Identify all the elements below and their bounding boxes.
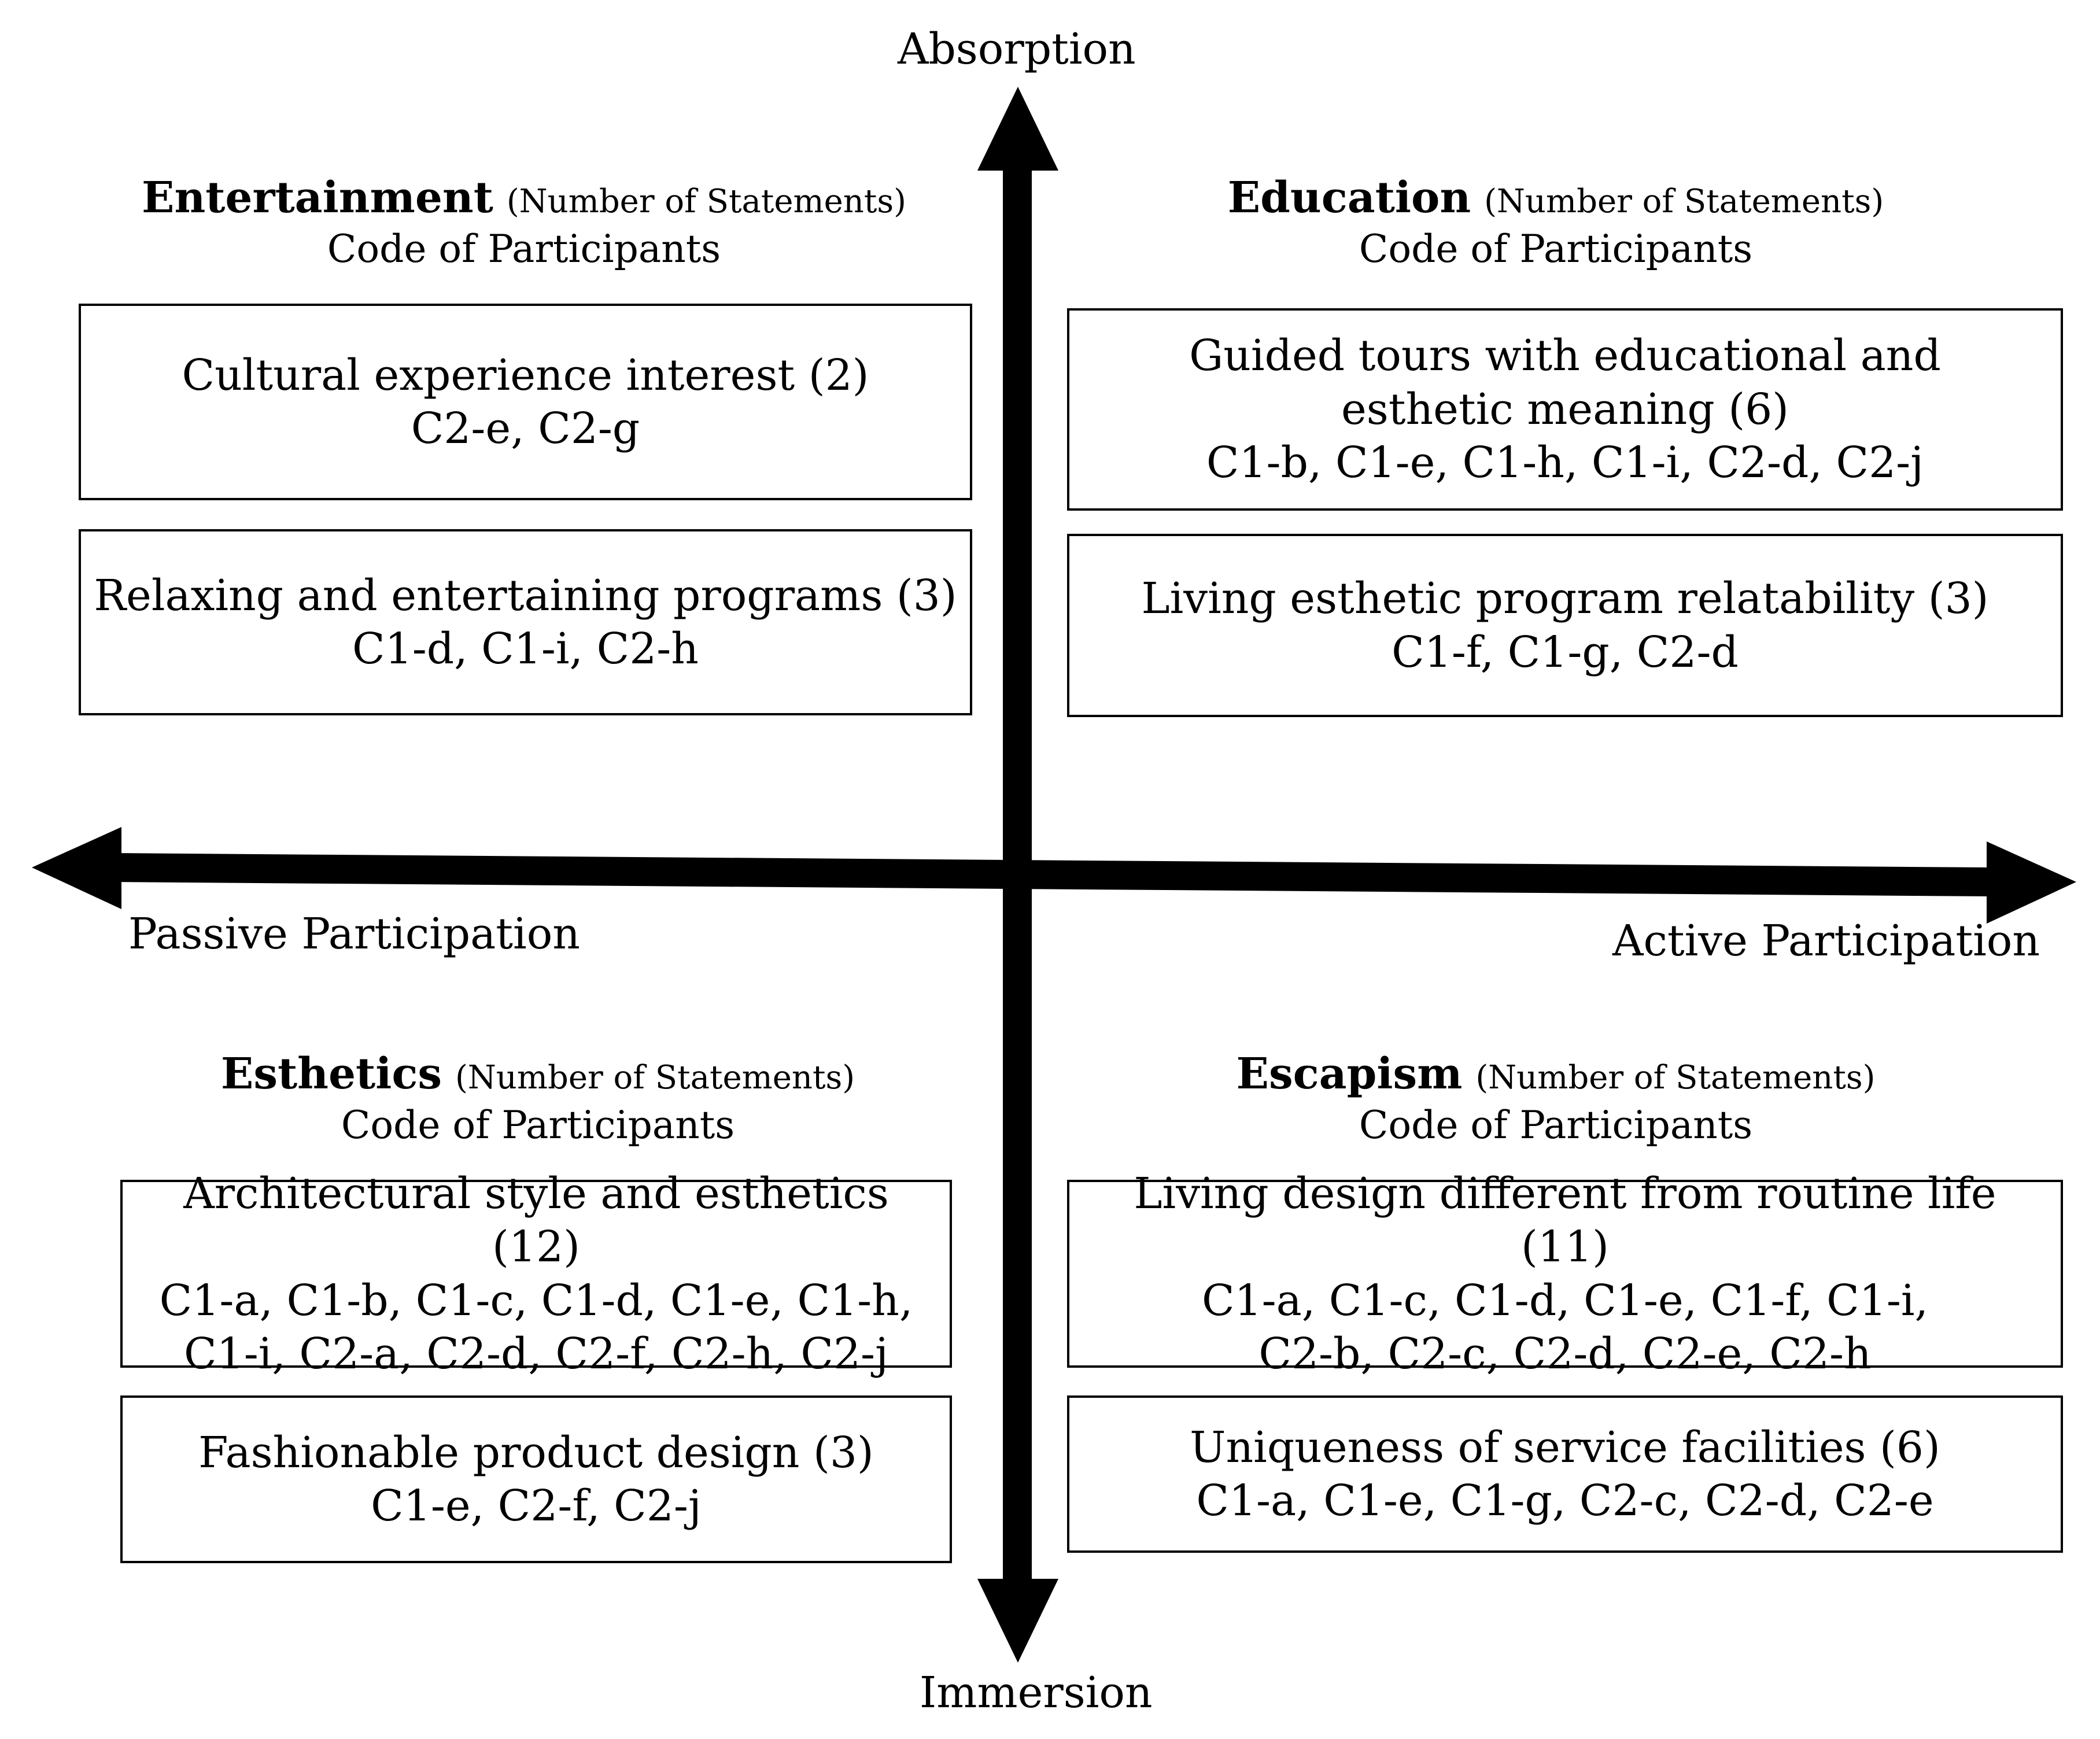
box-title: Relaxing and entertaining programs (3): [94, 570, 957, 621]
box-title: Living esthetic program relatability (3): [1141, 574, 1989, 623]
active-arrowhead: [1987, 841, 2076, 924]
box-title: Uniqueness of service facilities (6): [1190, 1422, 1940, 1472]
box-title: Living design different from routine lif…: [1134, 1168, 1996, 1272]
entertainment-box-2: Relaxing and entertaining programs (3) C…: [79, 529, 972, 715]
education-header: Education (Number of Statements) Code of…: [1110, 173, 2001, 271]
box-title: Fashionable product design (3): [198, 1427, 874, 1478]
esthetics-subtitle: Code of Participants: [341, 1103, 735, 1148]
axis-label-right: Active Participation: [1612, 916, 2040, 966]
education-subtitle: Code of Participants: [1359, 227, 1753, 272]
escapism-box-2: Uniqueness of service facilities (6) C1-…: [1067, 1395, 2063, 1553]
esthetics-header: Esthetics (Number of Statements) Code of…: [93, 1049, 983, 1148]
axis-label-top: Absorption: [898, 24, 1136, 74]
box-codes: C1-a, C1-b, C1-c, C1-d, C1-e, C1-h, C1-i…: [159, 1275, 913, 1379]
box-title: Cultural experience interest (2): [182, 350, 869, 400]
axis-label-bottom: Immersion: [920, 1668, 1153, 1718]
passive-arrowhead: [32, 827, 121, 909]
education-note: (Number of Statements): [1484, 183, 1884, 220]
box-codes: C1-a, C1-c, C1-d, C1-e, C1-f, C1-i, C2-b…: [1201, 1275, 1929, 1379]
entertainment-box-1: Cultural experience interest (2) C2-e, C…: [79, 304, 972, 500]
escapism-header: Escapism (Number of Statements) Code of …: [1110, 1049, 2001, 1148]
box-codes: C2-e, C2-g: [411, 404, 640, 453]
axis-label-left: Passive Participation: [128, 909, 580, 959]
entertainment-title: Entertainment: [142, 173, 493, 223]
box-title: Architectural style and esthetics (12): [183, 1168, 889, 1272]
absorption-arrowhead: [977, 87, 1058, 171]
entertainment-subtitle: Code of Participants: [327, 227, 721, 272]
education-title: Education: [1227, 173, 1471, 223]
escapism-subtitle: Code of Participants: [1359, 1103, 1753, 1148]
esthetics-box-1: Architectural style and esthetics (12) C…: [120, 1169, 952, 1379]
horizontal-axis-shaft: [109, 853, 1990, 896]
escapism-box-1: Living design different from routine lif…: [1067, 1169, 2063, 1379]
box-codes: C1-b, C1-e, C1-h, C1-i, C2-d, C2-j: [1206, 438, 1924, 488]
immersion-arrowhead: [977, 1579, 1058, 1663]
esthetics-title: Esthetics: [220, 1049, 442, 1099]
entertainment-note: (Number of Statements): [506, 183, 906, 220]
box-codes: C1-f, C1-g, C2-d: [1392, 627, 1739, 677]
box-title: Guided tours with educational and esthet…: [1189, 331, 1941, 434]
box-codes: C1-e, C2-f, C2-j: [371, 1481, 702, 1531]
box-codes: C1-d, C1-i, C2-h: [352, 624, 699, 674]
entertainment-header: Entertainment (Number of Statements) Cod…: [79, 173, 969, 271]
esthetics-note: (Number of Statements): [455, 1059, 855, 1096]
education-box-1: Guided tours with educational and esthet…: [1067, 308, 2063, 511]
escapism-title: Escapism: [1236, 1049, 1463, 1099]
esthetics-box-2: Fashionable product design (3) C1-e, C2-…: [120, 1395, 952, 1563]
escapism-note: (Number of Statements): [1475, 1059, 1876, 1096]
box-codes: C1-a, C1-e, C1-g, C2-c, C2-d, C2-e: [1196, 1476, 1934, 1526]
education-box-2: Living esthetic program relatability (3)…: [1067, 534, 2063, 717]
